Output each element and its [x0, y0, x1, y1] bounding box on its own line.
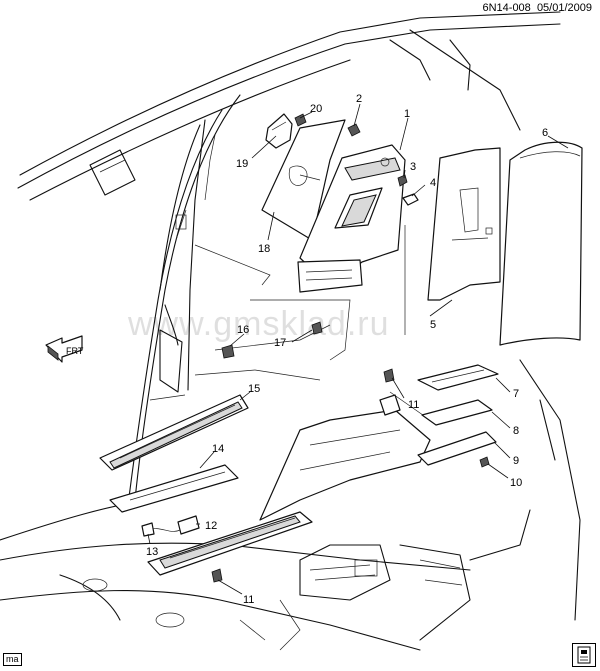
callout-4: 4 [430, 177, 436, 189]
body-structure [0, 11, 581, 651]
diagram-date: 05/01/2009 [536, 2, 592, 14]
callout-5: 5 [430, 319, 436, 331]
part-16-fastener [221, 344, 235, 359]
callout-19: 19 [236, 158, 248, 170]
part-11-fastener-lower [211, 568, 223, 583]
part-14-plate [109, 464, 239, 513]
callout-20: 20 [310, 103, 322, 115]
part-19-clip [265, 113, 293, 149]
callout-11-upper: 11 [408, 399, 419, 411]
callout-7: 7 [513, 388, 519, 400]
callout-16: 16 [237, 324, 249, 336]
callout-6: 6 [542, 127, 548, 139]
callout-15: 15 [248, 383, 260, 395]
part-18-trim-panel [261, 119, 346, 241]
callout-18: 18 [258, 243, 270, 255]
callout-17: 17 [274, 337, 286, 349]
callout-10: 10 [510, 477, 522, 489]
part-6-cover [499, 141, 583, 346]
part-13-wire-harness [141, 522, 181, 537]
callout-11-lower: 11 [243, 594, 254, 606]
part-15-sill-plate [99, 394, 249, 471]
lower-sill-trim [147, 394, 431, 576]
front-arrow-icon: FRT [45, 335, 84, 363]
callout-14: 14 [212, 443, 224, 455]
part-3-fastener [397, 174, 408, 187]
front-arrow-label: FRT [66, 346, 84, 356]
callout-13: 13 [146, 546, 158, 558]
corner-badge: ma [3, 653, 22, 666]
part-12-connector [177, 515, 200, 535]
leader-lines [147, 103, 569, 595]
callout-8: 8 [513, 425, 519, 437]
part-7-plate [417, 364, 499, 391]
callout-1: 1 [404, 108, 410, 120]
part-20-fastener [294, 113, 307, 127]
part-5-trim-panel [427, 147, 501, 301]
part-10-fastener [479, 456, 490, 468]
part-4-cap [402, 193, 419, 206]
part-9-plate [417, 431, 497, 466]
diagram-header: 6N14-008 05/01/2009 [482, 2, 592, 14]
diagram-id: 6N14-008 [482, 2, 531, 14]
book-page-icon [572, 643, 596, 667]
part-1-upper-trim [297, 144, 406, 293]
part-8-plate [421, 399, 493, 426]
part-2-clip [347, 123, 361, 137]
callout-3: 3 [410, 161, 416, 173]
callout-9: 9 [513, 455, 519, 467]
watermark: www.gmsklad.ru [127, 305, 390, 343]
part-11-fastener-upper [383, 368, 395, 383]
callout-12: 12 [205, 520, 217, 532]
callouts: 1 2 3 4 5 6 7 8 9 10 11 11 12 13 14 15 1… [146, 93, 548, 606]
callout-2: 2 [356, 93, 362, 105]
part-17-fastener [311, 321, 323, 335]
